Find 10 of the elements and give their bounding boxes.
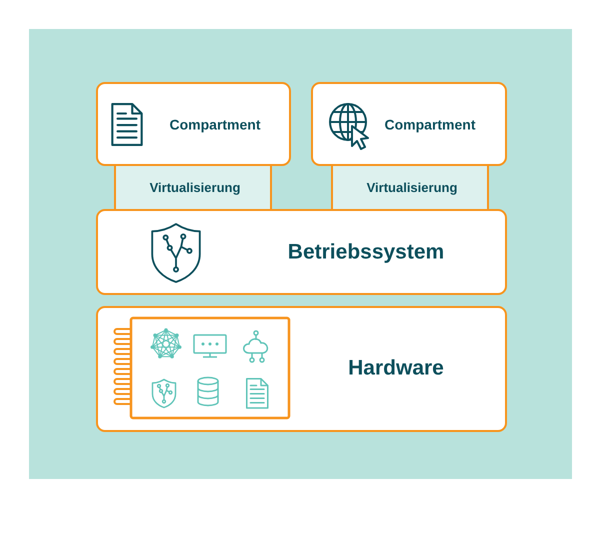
layer-label: Compartment [170,117,260,133]
layer-box [96,306,507,432]
layer-label: Virtualisierung [150,180,240,196]
layer-label: Betriebssystem [288,240,444,264]
layer-label: Compartment [384,117,476,133]
layer-label: Virtualisierung [366,180,458,196]
layer-label: Hardware [348,356,444,380]
layer-box [96,82,291,166]
layer-box [96,209,507,295]
layer-box [311,82,507,166]
